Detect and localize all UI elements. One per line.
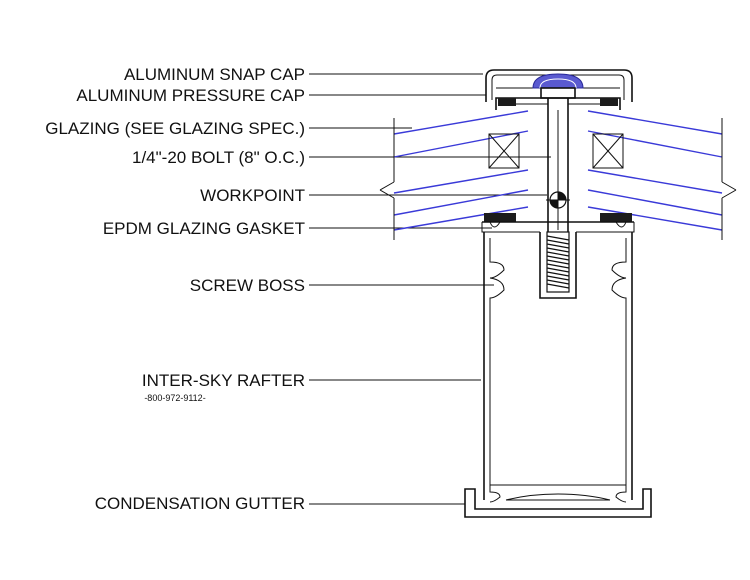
label-gasket: EPDM GLAZING GASKET	[103, 219, 305, 238]
label-glazing: GLAZING (SEE GLAZING SPEC.)	[45, 119, 305, 138]
glazing-left	[379, 110, 529, 240]
cap-seal	[532, 73, 584, 89]
label-screw-boss: SCREW BOSS	[190, 276, 305, 295]
cap-gasket-left	[498, 98, 516, 106]
glazing-right	[587, 110, 737, 240]
bolt-head	[540, 87, 576, 99]
label-bolt: 1/4"-20 BOLT (8" O.C.)	[132, 148, 305, 167]
epdm-gaskets	[484, 213, 632, 228]
snap-cap	[485, 69, 633, 102]
condensation-gutter	[464, 488, 652, 518]
label-gutter: CONDENSATION GUTTER	[95, 494, 305, 513]
label-phone: -800-972-9112-	[144, 393, 205, 403]
label-workpoint: WORKPOINT	[200, 186, 305, 205]
spacer-left	[488, 133, 520, 169]
label-rafter: INTER-SKY RAFTER	[142, 371, 305, 390]
callout-labels: ALUMINUM SNAP CAP ALUMINUM PRESSURE CAP …	[45, 65, 305, 513]
label-snap-cap: ALUMINUM SNAP CAP	[124, 65, 305, 84]
cap-gasket-right	[600, 98, 618, 106]
pressure-cap	[495, 97, 621, 110]
label-pressure-cap: ALUMINUM PRESSURE CAP	[76, 86, 305, 105]
spacer-right	[592, 133, 624, 169]
workpoint-symbol	[546, 188, 570, 212]
rafter-body	[481, 221, 635, 503]
leader-lines	[309, 73, 551, 505]
bolt-thread	[546, 231, 570, 293]
